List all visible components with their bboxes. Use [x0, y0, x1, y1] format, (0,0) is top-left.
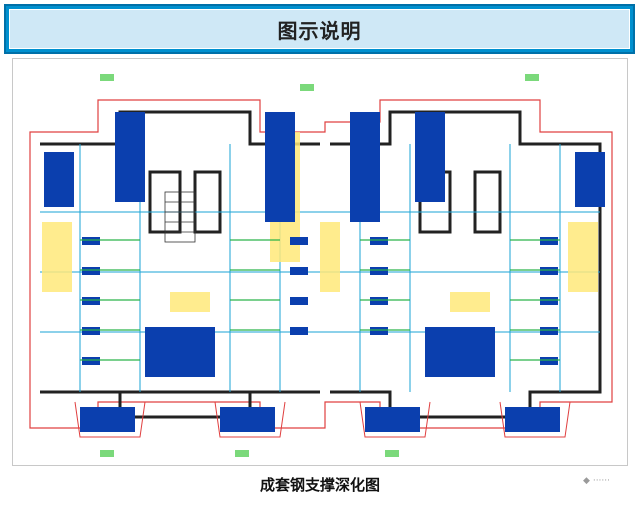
balconies — [74, 401, 571, 438]
dimension-labels — [82, 237, 558, 365]
watermark: ◆ ······ — [583, 476, 610, 486]
header-title: 图示说明 — [277, 18, 362, 43]
drawing-frame — [12, 58, 628, 466]
drawing-caption: 成套钢支撑深化图 — [259, 476, 380, 494]
floor-plan-drawing — [29, 74, 613, 457]
header-bar: 图示说明 — [4, 4, 635, 54]
strut-lines — [80, 239, 560, 361]
markers — [100, 74, 539, 457]
stair-core — [164, 191, 196, 243]
dimension-bars — [44, 112, 605, 432]
header-panel: 图示说明 — [9, 9, 630, 49]
